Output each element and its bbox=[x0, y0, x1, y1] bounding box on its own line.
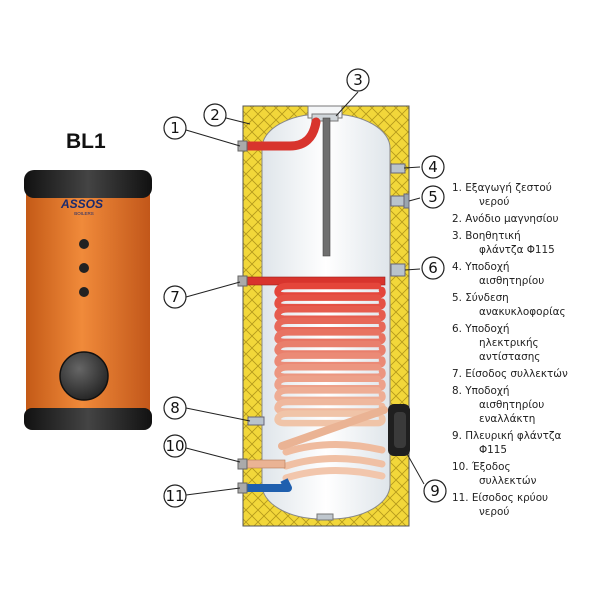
legend-text: φλάντζα Φ115 bbox=[479, 244, 555, 256]
svg-text:ASSOS: ASSOS bbox=[60, 197, 103, 211]
legend-text: αντίστασης bbox=[479, 350, 541, 363]
callout-circle bbox=[421, 155, 445, 179]
callout-number: 11 bbox=[165, 487, 184, 505]
callout-number: 2 bbox=[210, 106, 220, 124]
collector-outlet-pipe bbox=[244, 459, 286, 469]
legend-text: Φ115 bbox=[479, 443, 508, 456]
hot-water-outlet-pipe bbox=[240, 117, 321, 151]
legend-text: αισθητηρίου bbox=[479, 275, 545, 287]
callout-circle bbox=[163, 116, 187, 140]
legend-text: συλλεκτών bbox=[479, 474, 537, 487]
coil-turn bbox=[274, 352, 386, 369]
legend-text: 5. Σύνδεση bbox=[452, 292, 509, 305]
coil-turn bbox=[274, 375, 386, 392]
callout-circle bbox=[346, 68, 370, 92]
tank-port-upper bbox=[79, 239, 89, 249]
tank-body bbox=[26, 180, 150, 426]
coil-turn bbox=[274, 363, 386, 380]
heat-exchanger-coil bbox=[274, 282, 386, 482]
tank-side-flange bbox=[59, 351, 109, 401]
coil-turn bbox=[274, 329, 386, 346]
callout-circle bbox=[163, 484, 187, 508]
callout-markers: 1 2 3 4 5 6 7 8 9 10 11 bbox=[163, 68, 447, 508]
legend-text: 10. Έξοδος bbox=[452, 461, 511, 473]
legend-text: νερού bbox=[479, 505, 510, 518]
coil-turn bbox=[274, 294, 386, 311]
legend-text: 1. Εξαγωγή ζεστού bbox=[452, 182, 552, 194]
callout-number: 10 bbox=[165, 437, 184, 455]
coil-turn bbox=[274, 282, 386, 299]
legend-text: ηλεκτρικής bbox=[479, 337, 539, 349]
callout-circle bbox=[421, 256, 445, 280]
callout-number: 9 bbox=[430, 482, 440, 500]
cutaway-diagram bbox=[237, 105, 410, 527]
coil-turn bbox=[282, 441, 386, 456]
legend-text: αισθητηρίου bbox=[479, 399, 545, 411]
cold-water-inlet-pipe bbox=[245, 478, 292, 492]
callout-circle bbox=[163, 434, 187, 458]
coil-return-pipe bbox=[278, 406, 388, 450]
brand-logo: ASSOS BOILERS bbox=[60, 197, 103, 216]
tank-top-cap bbox=[24, 170, 152, 198]
legend-text: 8. Υποδοχή bbox=[452, 385, 510, 398]
legend-item: 7. Είσοδος συλλεκτών bbox=[452, 368, 592, 382]
legend-text: 2. Ανόδιο μαγνησίου bbox=[452, 213, 559, 225]
legend-text: νερού bbox=[479, 195, 510, 208]
legend-text: 4. Υποδοχή bbox=[452, 261, 510, 274]
callout-circle bbox=[423, 479, 447, 503]
electric-heater-socket-6 bbox=[390, 263, 406, 277]
coil-turn bbox=[282, 455, 386, 470]
coil-turn bbox=[274, 305, 386, 322]
callout-number: 6 bbox=[428, 259, 438, 277]
tank-bottom-cap bbox=[24, 408, 152, 430]
legend-text: 9. Πλευρική φλάντζα bbox=[452, 430, 562, 442]
callout-number: 8 bbox=[170, 399, 180, 417]
exchanger-sensor-socket-8 bbox=[247, 416, 265, 426]
legend-text: 6. Υποδοχή bbox=[452, 323, 510, 336]
legend-text: 3. Βοηθητική bbox=[452, 230, 521, 243]
callout-number: 4 bbox=[428, 158, 438, 176]
coil-turn bbox=[274, 340, 386, 357]
callout-leaders bbox=[185, 91, 425, 496]
sensor-socket-4 bbox=[390, 163, 406, 174]
coil-turn bbox=[282, 467, 386, 482]
legend-text: εναλλάκτη bbox=[479, 412, 536, 425]
callout-number: 7 bbox=[170, 288, 180, 306]
callout-circle bbox=[163, 396, 187, 420]
magnesium-anode bbox=[322, 117, 331, 257]
legend-item: 2. Ανόδιο μαγνησίου bbox=[452, 213, 592, 227]
callout-circle bbox=[203, 103, 227, 127]
legend-text: 11. Είσοδος κρύου bbox=[452, 492, 549, 504]
callout-circle bbox=[163, 285, 187, 309]
tank-port-lower bbox=[79, 287, 89, 297]
legend-text: 7. Είσοδος συλλεκτών bbox=[452, 368, 568, 380]
coil-turn bbox=[274, 410, 386, 427]
recirculation-connection-5 bbox=[390, 195, 406, 207]
callout-number: 1 bbox=[170, 119, 180, 137]
legend-text: ανακυκλοφορίας bbox=[479, 306, 566, 318]
coil-turn bbox=[274, 317, 386, 334]
svg-text:BOILERS: BOILERS bbox=[74, 211, 94, 216]
callout-number: 3 bbox=[353, 71, 363, 89]
tank-port-middle bbox=[79, 263, 89, 273]
model-title: BL1 bbox=[66, 130, 106, 153]
boiler-illustration: ASSOS BOILERS bbox=[24, 170, 152, 430]
callout-circle bbox=[421, 185, 445, 209]
coil-turn bbox=[274, 387, 386, 404]
callout-number: 5 bbox=[428, 188, 438, 206]
